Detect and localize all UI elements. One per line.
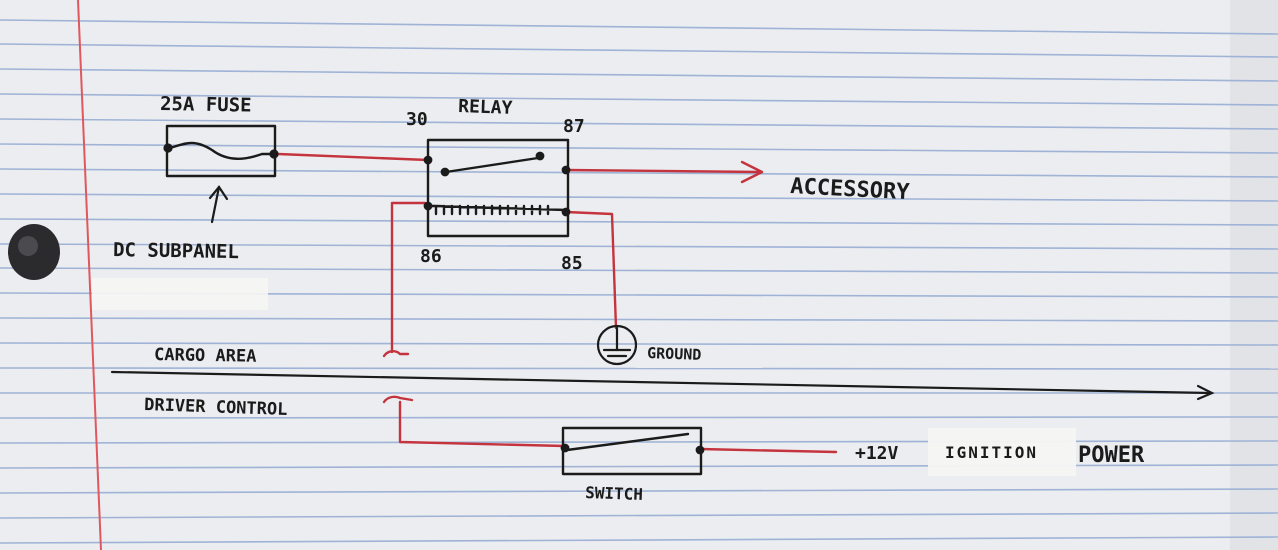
switch-symbol bbox=[560, 426, 705, 476]
relay-pin-85-terminal bbox=[561, 207, 571, 217]
switch-terminal-right bbox=[695, 445, 705, 455]
margin-line bbox=[77, 0, 102, 550]
relay-symbol bbox=[423, 138, 571, 238]
pin-86-label: 86 bbox=[420, 246, 442, 267]
accessory-arrow-icon bbox=[740, 160, 764, 184]
relay-pin-30-terminal bbox=[423, 155, 433, 165]
wire-disconnect-marks bbox=[382, 350, 414, 404]
driver-control-label: DRIVER CONTROL bbox=[144, 395, 288, 420]
fuse-label: 25A FUSE bbox=[160, 93, 252, 117]
fuse-terminal-right bbox=[269, 149, 279, 159]
ground-icon bbox=[596, 324, 638, 366]
wires bbox=[276, 152, 838, 454]
ground-label: GROUND bbox=[647, 344, 702, 364]
wire-driver-to-switch bbox=[398, 400, 567, 448]
correction-tape-ignition bbox=[928, 428, 1076, 476]
wire-fuse-to-30 bbox=[276, 152, 430, 162]
wire-switch-to-ignition bbox=[698, 447, 838, 454]
plus-12v-label: +12V bbox=[855, 443, 899, 464]
relay-body bbox=[426, 138, 570, 238]
relay-label: RELAY bbox=[458, 96, 513, 119]
fuse-terminal-left bbox=[163, 143, 173, 153]
pin-87-label: 87 bbox=[563, 116, 585, 137]
relay-pin-87-terminal bbox=[561, 165, 571, 175]
fuse-element bbox=[168, 141, 276, 160]
wire-86-to-cargo-break bbox=[390, 201, 427, 354]
pin-30-label: 30 bbox=[406, 109, 428, 130]
disconnect-top bbox=[382, 350, 410, 358]
subpanel-label: DC SUBPANEL bbox=[113, 239, 239, 263]
switch-label: SWITCH bbox=[585, 483, 643, 504]
relay-contact-point bbox=[535, 151, 545, 161]
cargo-area-label: CARGO AREA bbox=[154, 345, 257, 367]
disconnect-bottom bbox=[382, 395, 414, 404]
power-label: POWER bbox=[1078, 443, 1145, 468]
wire-87-to-accessory bbox=[564, 168, 762, 174]
binder-hole-highlight bbox=[18, 236, 38, 256]
area-divider bbox=[110, 370, 1215, 401]
relay-pin-86-terminal bbox=[423, 201, 433, 211]
pin-85-label: 85 bbox=[561, 253, 583, 274]
relay-contact-arm bbox=[444, 156, 540, 174]
wire-85-to-ground bbox=[564, 210, 618, 330]
relay-contact-pivot bbox=[440, 167, 450, 177]
correction-tape-patch bbox=[92, 278, 268, 310]
paper-shadow bbox=[1230, 0, 1278, 550]
ignition-label: IGNITION bbox=[945, 443, 1038, 462]
switch-lever bbox=[565, 432, 690, 452]
relay-coil bbox=[426, 204, 568, 216]
switch-terminal-left bbox=[560, 443, 570, 453]
subpanel-arrow-icon bbox=[208, 185, 229, 224]
fuse-symbol bbox=[163, 124, 279, 178]
